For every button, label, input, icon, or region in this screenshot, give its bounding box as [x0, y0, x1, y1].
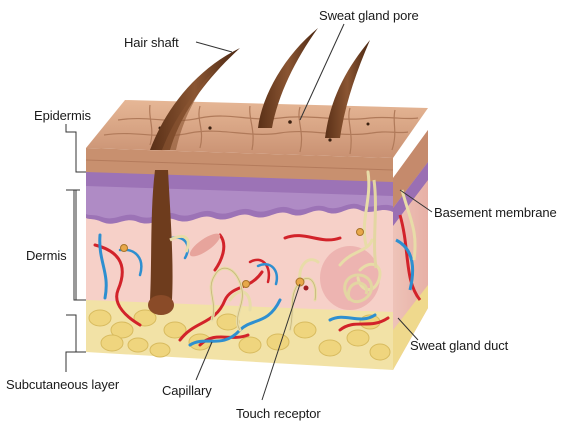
- sweat-gland-pore-label: Sweat gland pore: [319, 8, 419, 23]
- hair-shaft-label: Hair shaft: [124, 35, 179, 50]
- epidermis-label: Epidermis: [34, 108, 91, 123]
- dermis-bracket: [74, 190, 80, 300]
- skin-surface: [86, 100, 428, 158]
- touch-receptor-label: Touch receptor: [236, 406, 321, 421]
- subcutaneous-layer-label: Subcutaneous layer: [6, 377, 119, 392]
- capillary-label: Capillary: [162, 383, 212, 398]
- dermis-label: Dermis: [26, 248, 67, 263]
- sweat-gland-duct-label: Sweat gland duct: [410, 338, 508, 353]
- basement-membrane-label: Basement membrane: [434, 205, 557, 220]
- block-right-face: [393, 130, 428, 370]
